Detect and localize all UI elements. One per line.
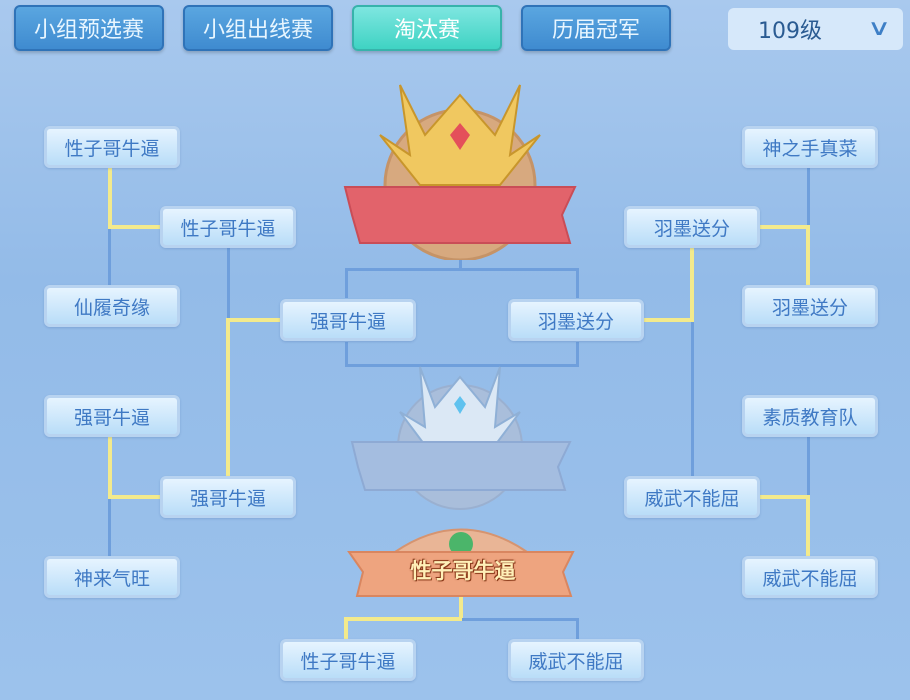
- team-slot[interactable]: 性子哥牛逼: [44, 126, 180, 168]
- bracket-line: [576, 268, 579, 298]
- bracket-line: [345, 364, 579, 367]
- bracket-line: [345, 342, 348, 367]
- bracket-line: [459, 255, 462, 270]
- third-place-trophy-icon: [347, 528, 575, 597]
- bracket-line: [462, 618, 579, 621]
- winner-line: [806, 225, 810, 285]
- team-slot[interactable]: 强哥牛逼: [44, 395, 180, 437]
- team-slot[interactable]: 强哥牛逼: [160, 476, 296, 518]
- semifinal-slot[interactable]: 强哥牛逼: [280, 299, 416, 341]
- chevron-down-icon: ∨: [866, 16, 892, 41]
- team-slot[interactable]: 仙履奇缘: [44, 285, 180, 327]
- winner-line: [344, 617, 463, 621]
- bracket-line: [345, 268, 348, 298]
- team-slot[interactable]: 神之手真菜: [742, 126, 878, 168]
- team-slot[interactable]: 羽墨送分: [742, 285, 878, 327]
- bracket-line: [576, 618, 579, 639]
- tab-group-preliminary[interactable]: 小组预选赛: [14, 5, 164, 51]
- tab-group-qualifier[interactable]: 小组出线赛: [183, 5, 333, 51]
- winner-line: [108, 225, 160, 229]
- winner-line: [108, 495, 160, 499]
- team-slot[interactable]: 神来气旺: [44, 556, 180, 598]
- winner-line: [644, 318, 694, 322]
- bracket-line: [576, 342, 579, 367]
- winner-line: [760, 495, 810, 499]
- runner-up-trophy-icon: [350, 366, 572, 510]
- winner-line: [108, 168, 112, 229]
- bracket-line: [807, 168, 810, 227]
- level-value: 109级: [758, 19, 822, 44]
- third-place-slot[interactable]: 威武不能屈: [508, 639, 644, 681]
- winner-line: [226, 318, 230, 476]
- winner-line: [344, 617, 348, 639]
- champion-trophy-icon: [343, 84, 577, 260]
- winner-line: [760, 225, 810, 229]
- bracket-line: [227, 248, 230, 318]
- bracket-line: [807, 437, 810, 497]
- third-place-winner-name: 性子哥牛逼: [410, 559, 516, 583]
- tab-knockout[interactable]: 淘汰赛: [352, 5, 502, 51]
- bracket-line: [108, 229, 111, 285]
- winner-line: [459, 595, 463, 620]
- team-slot[interactable]: 素质教育队: [742, 395, 878, 437]
- team-slot[interactable]: 羽墨送分: [624, 206, 760, 248]
- team-slot[interactable]: 威武不能屈: [742, 556, 878, 598]
- winner-line: [226, 318, 280, 322]
- semifinal-slot[interactable]: 羽墨送分: [508, 299, 644, 341]
- bracket-line: [345, 268, 579, 271]
- tab-past-champions[interactable]: 历届冠军: [521, 5, 671, 51]
- level-select[interactable]: 109级 ∨: [728, 8, 903, 50]
- bracket-line: [691, 322, 694, 476]
- bracket-line: [108, 499, 111, 556]
- winner-line: [690, 248, 694, 322]
- third-place-slot[interactable]: 性子哥牛逼: [280, 639, 416, 681]
- team-slot[interactable]: 威武不能屈: [624, 476, 760, 518]
- winner-line: [108, 437, 112, 499]
- team-slot[interactable]: 性子哥牛逼: [160, 206, 296, 248]
- winner-line: [806, 495, 810, 556]
